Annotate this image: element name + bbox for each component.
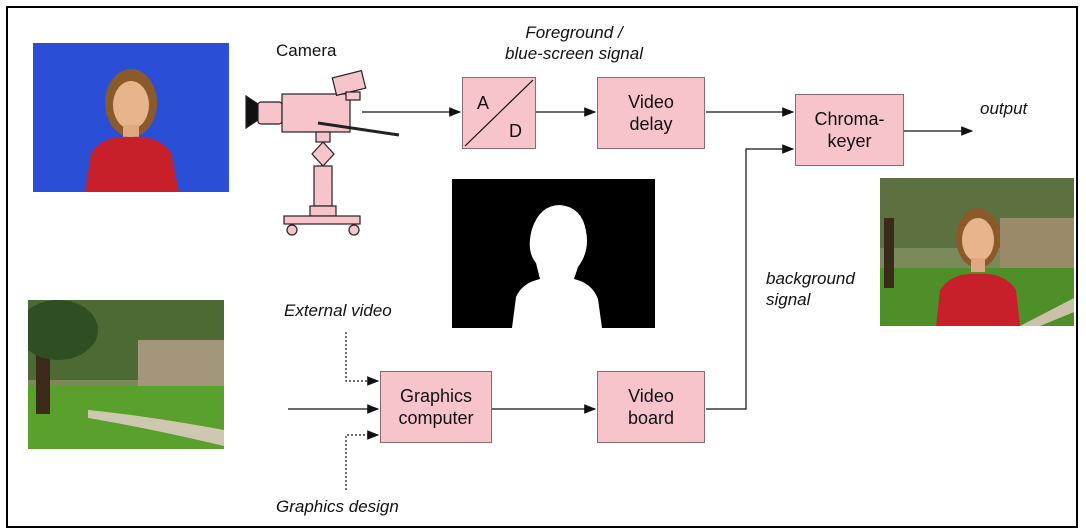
ad-converter-a-label: A	[477, 93, 490, 113]
board-to-keyer-arrow	[706, 144, 795, 410]
video-board-block: Video board	[597, 371, 705, 443]
chroma-keyer-block: Chroma- keyer	[795, 94, 904, 166]
composite-photo	[880, 178, 1074, 326]
ad-converter-d-label: D	[509, 121, 522, 141]
camera-label: Camera	[276, 41, 337, 60]
foreground-signal-label: Foreground / blue-screen signal	[505, 23, 643, 63]
background-signal-label: background signal	[766, 269, 855, 309]
video-delay-block: Video delay	[597, 77, 705, 149]
background-park-photo	[28, 300, 224, 449]
external-video-label: External video	[284, 301, 392, 320]
graphics-design-arrow	[345, 430, 380, 490]
external-video-arrow	[345, 332, 380, 386]
output-label: output	[980, 99, 1028, 118]
camera-icon	[245, 69, 400, 236]
ad-converter-block: A D	[462, 77, 536, 149]
blue-screen-photo	[33, 43, 229, 192]
graphics-design-label: Graphics design	[276, 497, 399, 516]
key-matte-photo	[452, 179, 655, 328]
graphics-computer-block: Graphics computer	[380, 371, 492, 443]
